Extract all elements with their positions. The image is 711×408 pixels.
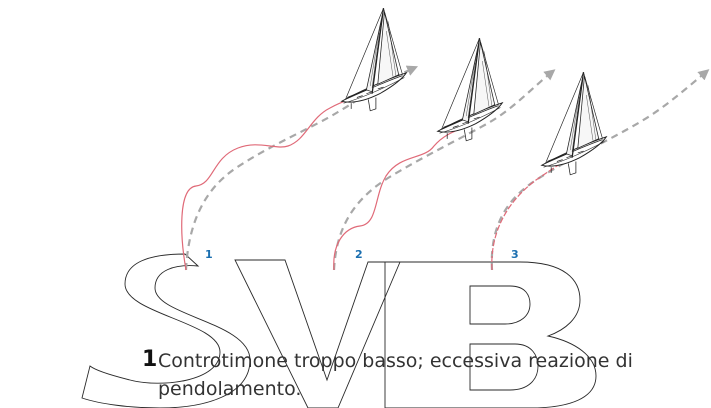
planned-course-1 (184, 65, 419, 271)
sailboat-3 (541, 71, 607, 176)
planned-course-3 (490, 69, 710, 271)
sailboat-2 (437, 37, 503, 142)
actual-track-1 (181, 92, 366, 271)
caption-text: Controtimone troppo basso; eccessiva rea… (158, 350, 633, 400)
callout-1: 1 (205, 248, 213, 261)
scenario-2: 2 (332, 37, 556, 271)
actual-track-3 (491, 161, 565, 271)
actual-track-2 (333, 123, 473, 271)
planned-course-2 (332, 69, 556, 271)
sailboat-1 (341, 7, 407, 112)
scenario-1: 1 (181, 7, 419, 271)
callout-2: 2 (355, 248, 363, 261)
scenario-3: 3 (490, 69, 710, 271)
svb-watermark (81, 253, 597, 408)
caption-number: 1 (142, 347, 158, 372)
callout-3: 3 (511, 248, 519, 261)
